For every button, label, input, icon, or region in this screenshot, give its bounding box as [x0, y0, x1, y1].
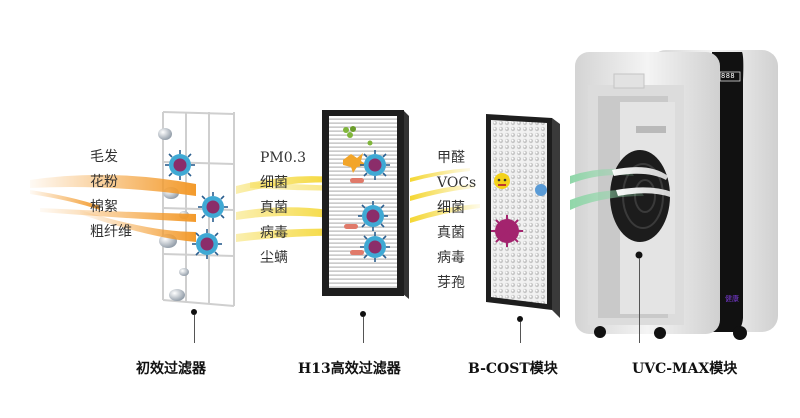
caption-h13-filter: H13高效过滤器 — [298, 361, 401, 377]
b-cost-filter-graphic — [486, 114, 560, 318]
capture-item: VOCs — [437, 175, 477, 191]
orange-airflow — [30, 174, 196, 242]
capture-item: 棉絮 — [90, 199, 118, 215]
virus-icon — [197, 191, 229, 223]
leader-dot — [191, 309, 197, 315]
clean-airflow — [570, 167, 672, 210]
capture-item: 花粉 — [90, 174, 118, 190]
b-cost-capture-list: 甲醛 VOCs 细菌 真菌 病毒 芽孢 — [437, 146, 476, 296]
h13-capture-list: PM0.3 细菌 真菌 病毒 尘螨 — [260, 146, 306, 271]
caption-uvc-max-module: UVC-MAX模块 — [632, 361, 738, 377]
leader-line — [639, 258, 640, 343]
primary-filter-graphic — [30, 111, 235, 307]
virus-icon — [357, 200, 389, 232]
brand-badge: 健康 — [725, 295, 739, 303]
capture-item: PM0.3 — [260, 150, 307, 166]
capture-item: 细菌 — [260, 175, 288, 191]
capture-item: 病毒 — [437, 250, 465, 266]
h13-filter-graphic — [322, 110, 409, 299]
leader-line — [520, 322, 521, 343]
capture-item: 真菌 — [260, 200, 288, 216]
virus-icon — [191, 228, 223, 260]
capture-item: 真菌 — [437, 225, 465, 241]
virus-icon — [164, 149, 196, 181]
primary-capture-list: 毛发 花粉 棉絮 粗纤维 — [90, 145, 132, 245]
leader-dot — [360, 311, 366, 317]
display-readout: 888 — [721, 72, 736, 80]
leader-line — [363, 317, 364, 343]
capture-item: 细菌 — [437, 200, 465, 216]
virus-icon — [359, 231, 391, 263]
leader-dot — [517, 316, 523, 322]
faded-airflow — [410, 168, 480, 223]
caption-primary-filter: 初效过滤器 — [136, 361, 206, 377]
capture-item: 毛发 — [90, 149, 118, 165]
display-panel — [719, 71, 741, 82]
capture-item: 粗纤维 — [90, 224, 132, 240]
caption-b-cost-module: B-COST模块 — [468, 361, 558, 377]
virus-icon — [359, 149, 391, 181]
capture-item: 病毒 — [260, 225, 288, 241]
capture-item: 尘螨 — [260, 250, 288, 266]
leader-line — [194, 315, 195, 343]
capture-item: 甲醛 — [437, 150, 465, 166]
capture-item: 芽孢 — [437, 275, 465, 291]
